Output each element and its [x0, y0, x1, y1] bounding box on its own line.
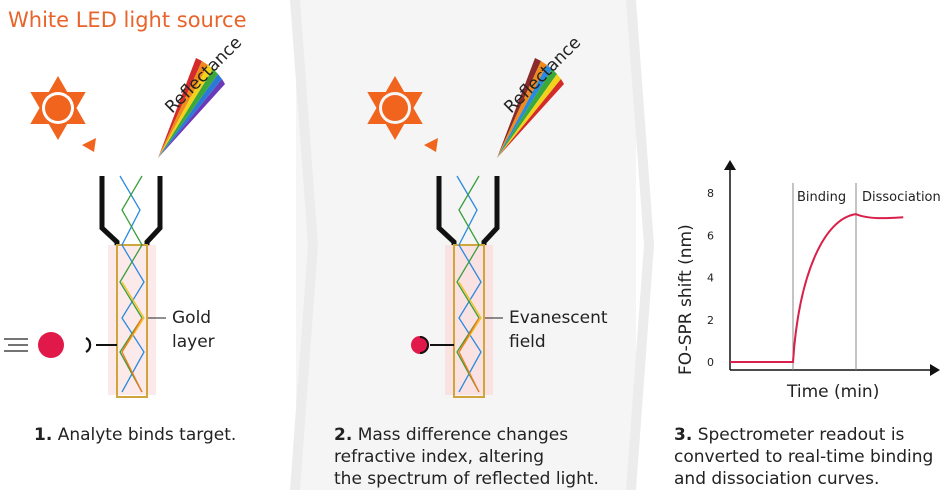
y-tick-label: 0: [707, 356, 714, 369]
y-tick-label: 4: [707, 272, 714, 285]
light-direction-arrow: [82, 138, 96, 152]
light-path: [456, 175, 482, 393]
step-number: 3.: [674, 425, 693, 445]
fiber-holder: [481, 176, 500, 246]
y-tick-label: 6: [707, 229, 714, 242]
chart: 0 2 4 6 8: [707, 160, 940, 376]
gold-layer: [453, 244, 485, 398]
sun-icon: [367, 76, 423, 140]
gold-layer-label: Gold layer: [172, 308, 215, 352]
y-tick-label: 8: [707, 187, 714, 200]
chart-ylabel: FO-SPR shift (nm): [676, 224, 696, 375]
y-axis-arrow: [724, 160, 736, 170]
step-number: 2.: [334, 425, 353, 445]
y-tick-label: 2: [707, 314, 714, 327]
series-line: [730, 213, 904, 363]
fiber-holder: [144, 176, 163, 246]
light-direction-arrow: [424, 138, 438, 152]
light-path: [119, 175, 143, 393]
fiber-holder: [99, 176, 120, 246]
reflectance-rainbow-icon: [497, 58, 564, 158]
light-path: [456, 175, 480, 393]
panel-separator: [290, 0, 318, 490]
evanescent-field-label: Evanescent field: [509, 308, 608, 352]
analyte-molecule: [38, 332, 64, 358]
caption-panel-3: 3. Spectrometer readout is converted to …: [674, 425, 934, 489]
phase-label-binding: Binding: [797, 190, 847, 205]
step-number: 1.: [34, 425, 53, 445]
caption-panel-1: 1. Analyte binds target.: [34, 425, 237, 445]
light-path: [119, 175, 145, 393]
panel-separator: [626, 0, 654, 490]
sun-icon: [30, 76, 86, 140]
fiber-holder: [436, 176, 457, 246]
receptor-cup: [419, 336, 429, 354]
bound-analyte: [411, 336, 429, 354]
receptor-cup: [85, 337, 92, 353]
gold-layer: [116, 244, 148, 398]
light-source-title: White LED light source: [8, 8, 247, 32]
x-axis-arrow: [930, 364, 940, 376]
chart-xlabel: Time (min): [787, 382, 880, 402]
phase-label-dissociation: Dissociation: [862, 190, 941, 205]
light-path: [121, 317, 143, 393]
light-path: [458, 317, 480, 393]
caption-panel-2: 2. Mass difference changes refractive in…: [334, 425, 599, 489]
reflectance-rainbow-icon: [158, 58, 225, 158]
